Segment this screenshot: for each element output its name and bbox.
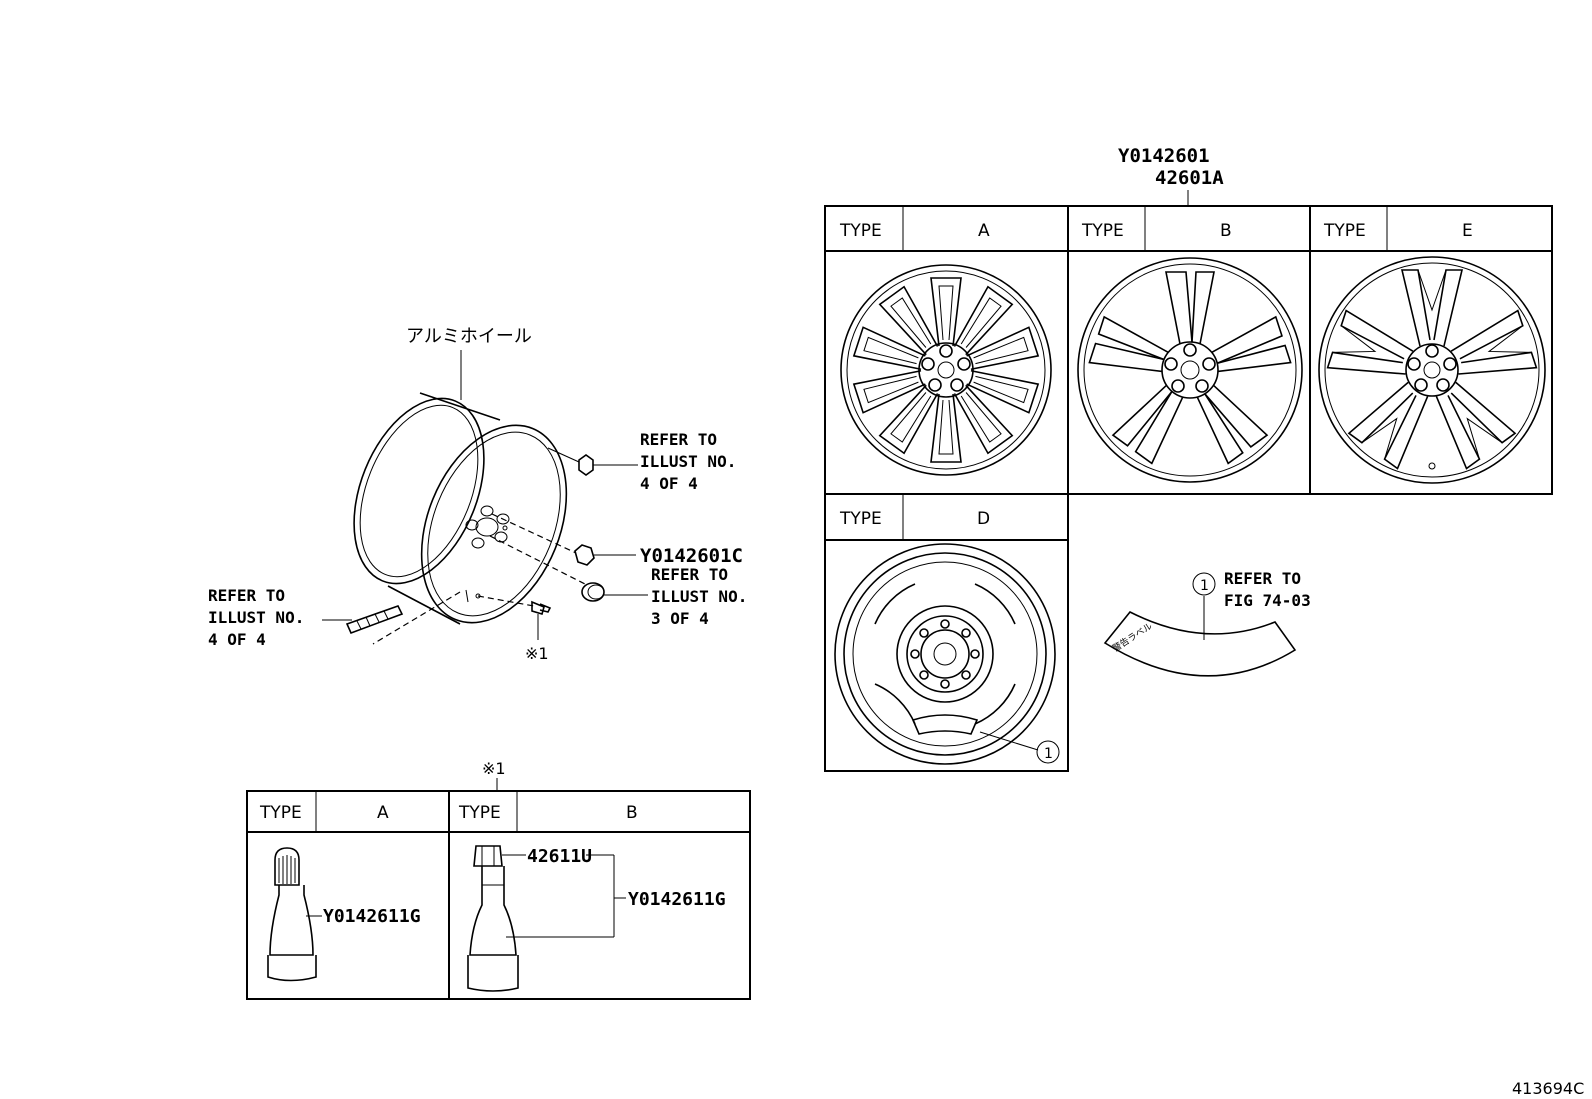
valve-type-b-part-number[interactable]: Y0142611G xyxy=(628,889,726,910)
aluminum-wheel-title: アルミホイール xyxy=(406,326,532,347)
valve-type-b-header-value: B xyxy=(626,803,638,823)
valve-note-marker[interactable]: ※1 xyxy=(525,644,549,663)
type-d-header-value: D xyxy=(977,509,990,529)
refer-cap-line-1[interactable]: REFER TO xyxy=(651,565,728,584)
callout-1-type-d-number: 1 xyxy=(1044,746,1053,762)
hub-nut-part-number[interactable]: Y0142601C xyxy=(640,545,743,567)
type-b-header-value: B xyxy=(1220,221,1232,241)
warning-label-text: 警告ラベル xyxy=(1110,620,1154,655)
callout-1-type-d[interactable]: 1 xyxy=(1036,740,1060,764)
aluminum-wheel-illustration[interactable] xyxy=(329,379,594,644)
main-part-number-sub[interactable]: 42601A xyxy=(1155,167,1224,189)
refer-cap-line-3[interactable]: 3 OF 4 xyxy=(651,609,709,628)
refer-fig-line-2[interactable]: FIG 74-03 xyxy=(1224,591,1311,610)
wheel-type-e-illustration[interactable] xyxy=(1318,256,1546,484)
wheel-type-table: TYPE A TYPE B TYPE E TYPE D xyxy=(824,205,1553,772)
nut-refer-illustration[interactable] xyxy=(547,447,594,476)
valve-type-a-part-number[interactable]: Y0142611G xyxy=(323,906,421,927)
type-e-header-value: E xyxy=(1462,221,1473,241)
wheel-type-b-illustration[interactable] xyxy=(1077,257,1303,483)
warning-label-illustration[interactable]: 警告ラベル xyxy=(1103,610,1297,677)
type-b-header-label: TYPE xyxy=(1081,221,1124,241)
refer-fig-line-1[interactable]: REFER TO xyxy=(1224,569,1301,588)
type-e-header-label: TYPE xyxy=(1323,221,1366,241)
valve-illustration[interactable] xyxy=(531,600,552,615)
hub-nut-illustration[interactable] xyxy=(574,544,595,566)
refer-cap-line-2[interactable]: ILLUST NO. xyxy=(651,587,747,606)
refer-nut-line-3[interactable]: 4 OF 4 xyxy=(640,474,698,493)
type-a-header-label: TYPE xyxy=(839,221,882,241)
refer-weight-line-3[interactable]: 4 OF 4 xyxy=(208,630,266,649)
wheel-type-a-illustration[interactable] xyxy=(840,264,1052,476)
valve-type-b-header-label: TYPE xyxy=(458,803,501,823)
valve-type-a-header-label: TYPE xyxy=(259,803,302,823)
refer-nut-line-2[interactable]: ILLUST NO. xyxy=(640,452,736,471)
type-a-header-value: A xyxy=(978,221,990,241)
valve-table-note-marker: ※1 xyxy=(482,759,506,778)
callout-1-label-number: 1 xyxy=(1200,578,1209,594)
valve-type-b-illustration[interactable] xyxy=(467,845,519,992)
balance-weight-illustration[interactable] xyxy=(345,605,404,635)
valve-type-a-illustration[interactable] xyxy=(267,847,317,982)
figure-id: 413694C xyxy=(1512,1079,1584,1098)
center-cap-illustration[interactable] xyxy=(581,582,605,602)
valve-type-table: TYPE A TYPE B xyxy=(246,790,751,1000)
main-part-number[interactable]: Y0142601 xyxy=(1118,145,1210,167)
type-d-header-label: TYPE xyxy=(839,509,882,529)
refer-nut-line-1[interactable]: REFER TO xyxy=(640,430,717,449)
refer-weight-line-2[interactable]: ILLUST NO. xyxy=(208,608,304,627)
wheel-type-d-illustration[interactable] xyxy=(834,543,1056,765)
refer-weight-line-1[interactable]: REFER TO xyxy=(208,586,285,605)
valve-type-a-header-value: A xyxy=(377,803,389,823)
valve-type-b-cap-part-number[interactable]: 42611U xyxy=(527,846,592,867)
callout-1-label[interactable]: 1 xyxy=(1192,572,1216,596)
